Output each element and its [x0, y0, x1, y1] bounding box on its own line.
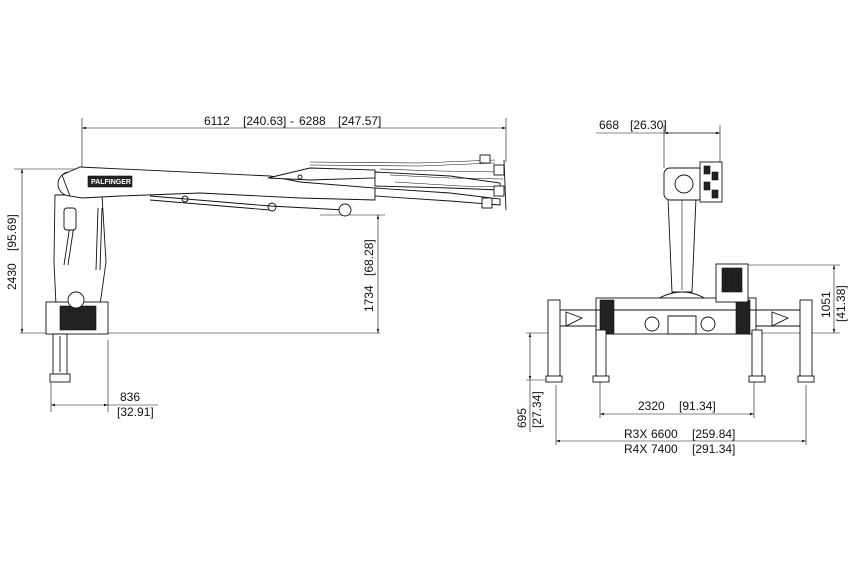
side-view: 6112 [240.63] - 6288 [247.57] 2430 [95.6… [5, 114, 507, 419]
reach-max-value: 6288 [299, 114, 326, 128]
spread-r4x-label: R4X [624, 442, 647, 456]
spread-r3x-label: R3X [624, 427, 647, 441]
pivot-height-value: 1734 [362, 285, 376, 312]
reach-dimension: 6112 [240.63] - 6288 [247.57] [81, 114, 507, 178]
outrigger-spread-dimension: R3X 6600 [259.84] R4X 7400 [291.34] [555, 385, 807, 456]
reach-max-inch: [247.57] [338, 114, 381, 128]
height-total-value: 2430 [5, 263, 19, 290]
stabilizer-depth-dimension: 695 [27.34] [515, 332, 556, 432]
base-width-dimension: 836 [32.91] [50, 340, 158, 419]
base-span-value: 2320 [638, 399, 665, 413]
base-width-inch: [32.91] [117, 405, 154, 419]
pivot-height-dimension: 1734 [68.28] [320, 214, 385, 333]
palfinger-logo [87, 175, 133, 188]
reach-separator: - [290, 114, 294, 128]
outrigger-height-dimension: 1051 [41.38] [748, 264, 848, 334]
logo-text: PALFINGER [91, 179, 131, 186]
outrigger-height-inch: [41.38] [834, 285, 848, 322]
base-span-dimension: 2320 [91.34] [599, 348, 755, 418]
spread-r3x-value: 6600 [651, 427, 678, 441]
spread-r4x-value: 7400 [651, 442, 678, 456]
stabilizer-depth-value: 695 [515, 408, 529, 428]
reach-min-inch: [240.63] [243, 114, 286, 128]
reach-min-value: 6112 [204, 114, 230, 128]
spread-r4x-inch: [291.34] [692, 442, 735, 456]
rear-view: 668 [26.30] 1051 [41.38] 695 [27.34] 232… [515, 118, 848, 456]
outrigger-height-value: 1051 [819, 291, 833, 318]
base-width-value: 836 [120, 390, 140, 404]
column-width-inch: [26.30] [630, 118, 667, 132]
base-span-inch: [91.34] [679, 399, 716, 413]
crane-rear-illustration [545, 161, 815, 383]
stabilizer-depth-inch: [27.34] [530, 391, 544, 428]
column-width-dimension: 668 [26.30] [596, 118, 721, 168]
column-width-value: 668 [599, 118, 619, 132]
spread-r3x-inch: [259.84] [692, 427, 735, 441]
height-total-inch: [95.69] [5, 214, 19, 251]
total-height-dimension: 2430 [95.69] [5, 168, 80, 333]
pivot-height-inch: [68.28] [362, 239, 376, 276]
crane-side-illustration: PALFINGER [45, 154, 507, 383]
